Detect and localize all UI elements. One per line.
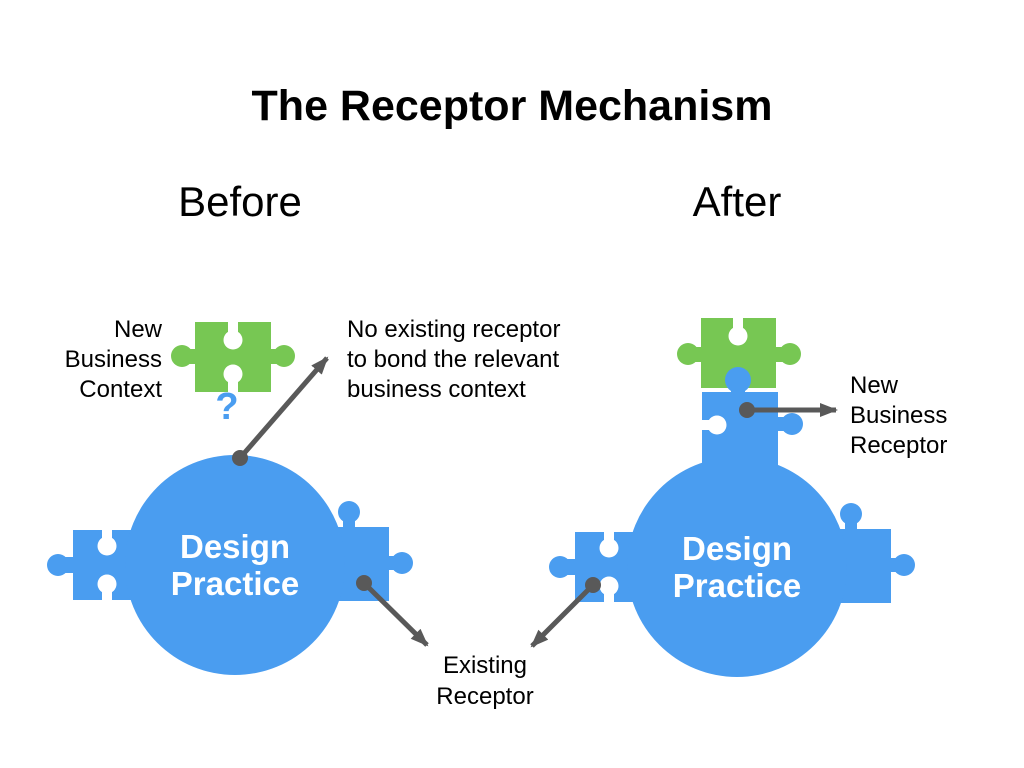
after-label: After [692, 178, 782, 225]
before-label: Before [178, 178, 302, 225]
existing-receptor-label: Existing Receptor [436, 652, 534, 710]
slide-title: The Receptor Mechanism [251, 82, 773, 130]
after-new-receptor-arrow [739, 402, 838, 418]
question-mark: ? [215, 386, 239, 428]
after-design-practice-label: Design Practice [672, 530, 802, 604]
before-design-practice-label: Design Practice [170, 528, 300, 602]
before-annotation-arrow [232, 356, 329, 466]
before-green-puzzle-piece [171, 320, 295, 394]
no-existing-receptor-annotation: No existing receptor to bond the relevan… [347, 316, 561, 403]
after-existing-receptor-arrow [530, 577, 601, 648]
after-design-practice-shape [549, 457, 915, 677]
before-design-practice-shape [47, 455, 413, 675]
new-business-receptor-label: New Business Receptor [850, 372, 948, 459]
before-existing-receptor-arrow [356, 575, 429, 647]
new-business-context-label: New Business Context [64, 316, 162, 403]
after-new-receptor-shape [702, 367, 803, 472]
